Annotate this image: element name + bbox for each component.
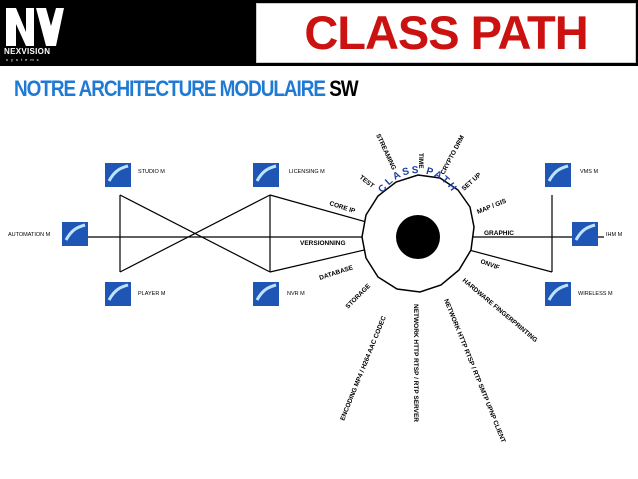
spoke-label: MAP / GIS xyxy=(476,198,508,216)
spoke-label: NETWORK HTTP RTSP / RTP SMTP UPNP CLIENT xyxy=(442,298,506,444)
class-path-hub: CLASS PATH VERSIONNING GRAPHIC xyxy=(300,165,514,293)
brand-title: CLASS PATH xyxy=(304,6,588,59)
slide-title: NOTRE ARCHITECTURE MODULAIRE SW xyxy=(14,76,359,102)
module-nvr: NVR M xyxy=(253,282,305,306)
spoke-label: STORAGE xyxy=(344,282,372,310)
hub-inner-left-label: VERSIONNING xyxy=(300,240,346,247)
spoke-label: ONVIF xyxy=(479,258,500,271)
nexvision-logo-icon xyxy=(6,8,64,46)
module-studio: STUDIO M xyxy=(105,163,165,187)
hub-inner-right-label: GRAPHIC xyxy=(484,230,514,237)
spoke-label: TEST xyxy=(358,174,375,190)
cross-line-b xyxy=(119,194,271,273)
brand-title-box: CLASS PATH xyxy=(256,3,636,63)
spoke-label: SET UP xyxy=(461,171,484,192)
module-licensing: LICENSING M xyxy=(253,163,325,187)
spoke-label: NETWORK HTTP RTSP / RTP SERVER xyxy=(412,304,419,422)
module-label: WIRELESS M xyxy=(578,291,613,297)
module-label: IHM M xyxy=(606,232,623,238)
spoke-label: CRYPTO DRM xyxy=(440,134,467,176)
hub-core xyxy=(396,215,440,259)
module-label: PLAYER M xyxy=(138,291,166,297)
module-label: STUDIO M xyxy=(138,169,165,175)
module-label: NVR M xyxy=(287,291,305,297)
module-label: VMS M xyxy=(580,169,598,175)
module-automation: AUTOMATION M xyxy=(8,222,88,246)
module-ihm: IHM M xyxy=(572,222,623,246)
slide-title-main: NOTRE ARCHITECTURE MODULAIRE xyxy=(14,76,326,101)
header-bar: NEXVISION systems CLASS PATH xyxy=(0,0,638,66)
logo-subtitle: systems xyxy=(6,57,42,62)
spoke-label: ENCODING MP4 / H264 AAC CODEC xyxy=(339,315,388,422)
module-label: AUTOMATION M xyxy=(8,232,51,238)
logo-name: NEXVISION xyxy=(4,47,51,56)
spoke-label: DATABASE xyxy=(318,264,354,282)
module-player: PLAYER M xyxy=(105,282,166,306)
module-label: LICENSING M xyxy=(289,169,325,175)
spoke-label: TIME xyxy=(417,153,424,169)
spoke-label: HARDWARE FINGERPRINTING xyxy=(461,277,539,344)
slide-title-suffix: SW xyxy=(329,76,358,101)
module-vms: VMS M xyxy=(545,163,598,187)
module-wireless: WIRELESS M xyxy=(545,282,613,306)
spoke-label: STREAMING xyxy=(374,133,397,171)
